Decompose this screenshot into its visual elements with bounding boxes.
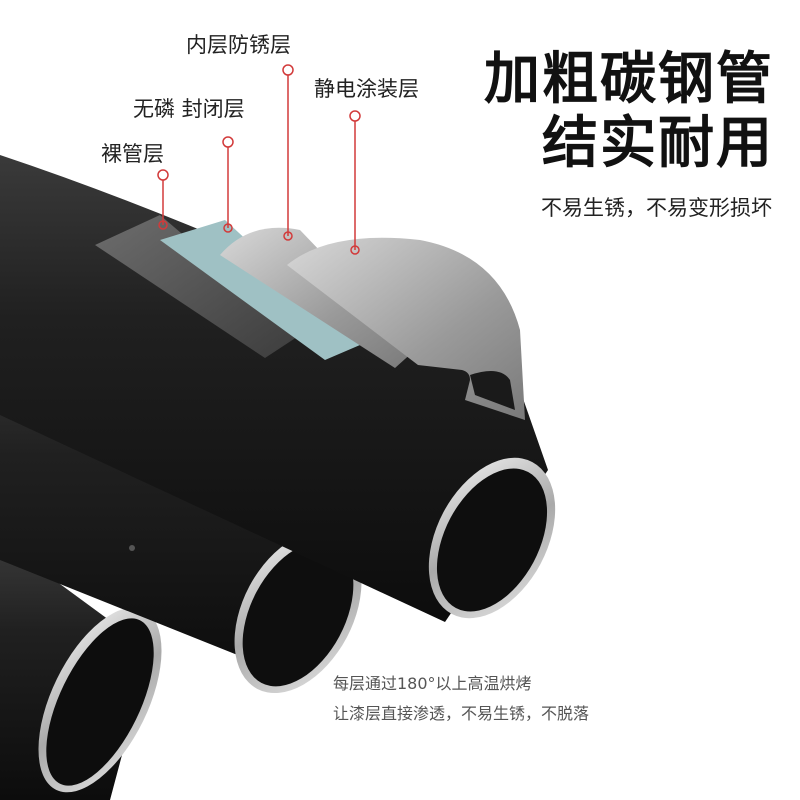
label-inner-anti-rust-layer: 内层防锈层 (186, 33, 291, 57)
label-bare-pipe-layer: 裸管层 (101, 142, 164, 166)
callout-markers (157, 64, 361, 255)
pipe-small (0, 540, 162, 800)
headline-line-2: 结实耐用 (542, 111, 774, 176)
note-line-1: 每层通过180°以上高温烘烤 (333, 674, 532, 693)
label-phosphorus-free-seal-layer: 无磷 封闭层 (133, 97, 245, 121)
label-electrostatic-coating-layer: 静电涂装层 (314, 77, 419, 101)
note-line-2: 让漆层直接渗透，不易生锈，不脱落 (333, 704, 590, 723)
coating-layers (95, 215, 525, 420)
subtitle: 不易生锈，不易变形损坏 (541, 196, 772, 220)
headline-line-1: 加粗碳钢管 (484, 47, 774, 112)
